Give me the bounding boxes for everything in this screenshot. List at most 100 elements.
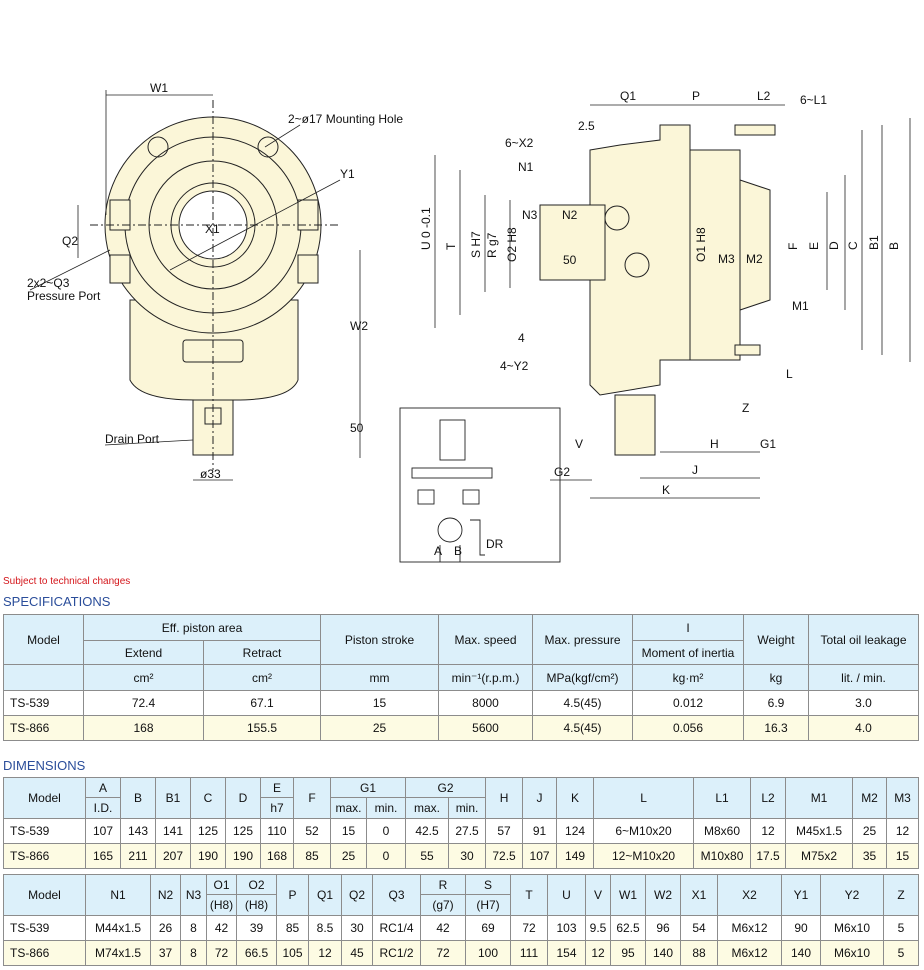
col-q3: Q3: [372, 874, 421, 916]
svg-text:M2: M2: [746, 252, 763, 266]
col-w1: W1: [610, 874, 646, 916]
value-cell: 25: [852, 818, 888, 844]
value-cell: 165: [85, 843, 121, 869]
value-cell: 141: [155, 818, 191, 844]
svg-text:W2: W2: [350, 319, 368, 333]
col-b: B: [120, 777, 156, 819]
svg-text:Pressure Port: Pressure Port: [27, 289, 101, 303]
col-leakage: Total oil leakage: [808, 614, 919, 665]
col-w2: W2: [645, 874, 681, 916]
value-cell: 12: [750, 818, 787, 844]
col-g1-max: max.: [330, 797, 367, 819]
value-cell: 149: [556, 843, 595, 869]
col-o1-sub: (H8): [206, 894, 237, 916]
col-s-sub: (H7): [465, 894, 511, 916]
value-cell: RC1/2: [372, 940, 421, 966]
svg-text:DR: DR: [486, 537, 504, 551]
side-view: [539, 124, 776, 456]
unit-cell: lit. / min.: [808, 664, 919, 691]
svg-text:B: B: [454, 544, 462, 558]
value-cell: 67.1: [203, 690, 321, 716]
value-cell: 4.0: [808, 715, 919, 741]
svg-text:0 -0.1: 0 -0.1: [419, 207, 433, 238]
col-g1-min: min.: [365, 797, 407, 819]
svg-text:C: C: [846, 241, 860, 250]
unit-cell: mm: [320, 664, 439, 691]
svg-text:50: 50: [350, 421, 364, 435]
svg-text:X1: X1: [205, 222, 220, 236]
svg-text:6~X2: 6~X2: [505, 136, 534, 150]
col-r: R: [420, 874, 466, 895]
value-cell: 30: [341, 915, 373, 941]
col-e-sub: h7: [260, 797, 294, 819]
col-p: P: [276, 874, 309, 916]
svg-text:N1: N1: [518, 160, 534, 174]
value-cell: 107: [522, 843, 558, 869]
col-j: J: [522, 777, 558, 819]
col-g1: G1: [329, 777, 407, 798]
svg-text:M3: M3: [718, 252, 735, 266]
col-retract: Retract: [203, 640, 321, 665]
value-cell: 111: [510, 940, 548, 966]
svg-text:4: 4: [518, 331, 525, 345]
value-cell: 125: [225, 818, 261, 844]
value-cell: 168: [83, 715, 204, 741]
value-cell: 207: [155, 843, 191, 869]
col-z: Z: [883, 874, 919, 916]
col-b1: B1: [155, 777, 191, 819]
svg-text:6~L1: 6~L1: [800, 93, 827, 107]
svg-text:O2 H8: O2 H8: [505, 227, 519, 262]
svg-text:2~ø17 Mounting Hole: 2~ø17 Mounting Hole: [288, 112, 403, 126]
col-f: F: [293, 777, 331, 819]
value-cell: 4.5(45): [532, 715, 633, 741]
col-pressure: Max. pressure: [532, 614, 633, 665]
unit-cell: cm²: [203, 664, 321, 691]
value-cell: 52: [293, 818, 331, 844]
value-cell: 91: [522, 818, 558, 844]
svg-text:V: V: [575, 437, 583, 451]
col-c: C: [190, 777, 226, 819]
value-cell: 5: [883, 915, 919, 941]
model-cell: TS-866: [3, 940, 86, 966]
front-labels: W1 2~ø17 Mounting Hole Y1 X1 Q2 2x2~Q3 P…: [27, 81, 403, 481]
col-t: T: [510, 874, 548, 916]
svg-text:2x2~Q3: 2x2~Q3: [27, 276, 70, 290]
value-cell: 88: [680, 940, 718, 966]
svg-text:E: E: [807, 242, 821, 250]
unit-cell: cm²: [83, 664, 204, 691]
value-cell: 6~M10x20: [593, 818, 695, 844]
value-cell: M44x1.5: [85, 915, 151, 941]
value-cell: 39: [236, 915, 277, 941]
col-q1: Q1: [308, 874, 342, 916]
col-u: U: [547, 874, 586, 916]
value-cell: 12: [308, 940, 342, 966]
value-cell: 8.5: [308, 915, 342, 941]
value-cell: 103: [547, 915, 586, 941]
value-cell: 0: [365, 843, 407, 869]
value-cell: 0.012: [632, 690, 744, 716]
col-o2-sub: (H8): [236, 894, 277, 916]
svg-text:2.5: 2.5: [578, 119, 595, 133]
value-cell: 15: [320, 690, 439, 716]
col-q2: Q2: [341, 874, 373, 916]
col-inertia: Moment of inertia: [632, 640, 744, 665]
specifications-title: SPECIFICATIONS: [3, 594, 111, 609]
col-k: K: [556, 777, 595, 819]
value-cell: 37: [150, 940, 181, 966]
svg-text:W1: W1: [150, 81, 168, 95]
hydraulic-schematic: A B DR: [399, 407, 561, 563]
col-piston-area: Eff. piston area: [83, 614, 321, 641]
value-cell: 190: [190, 843, 226, 869]
model-cell: TS-539: [3, 915, 86, 941]
value-cell: 8: [180, 940, 207, 966]
col-s: S: [465, 874, 511, 895]
svg-text:A: A: [434, 544, 442, 558]
value-cell: 211: [120, 843, 156, 869]
svg-text:B1: B1: [867, 235, 881, 250]
value-cell: 27.5: [448, 818, 487, 844]
col-r-sub: (g7): [420, 894, 466, 916]
